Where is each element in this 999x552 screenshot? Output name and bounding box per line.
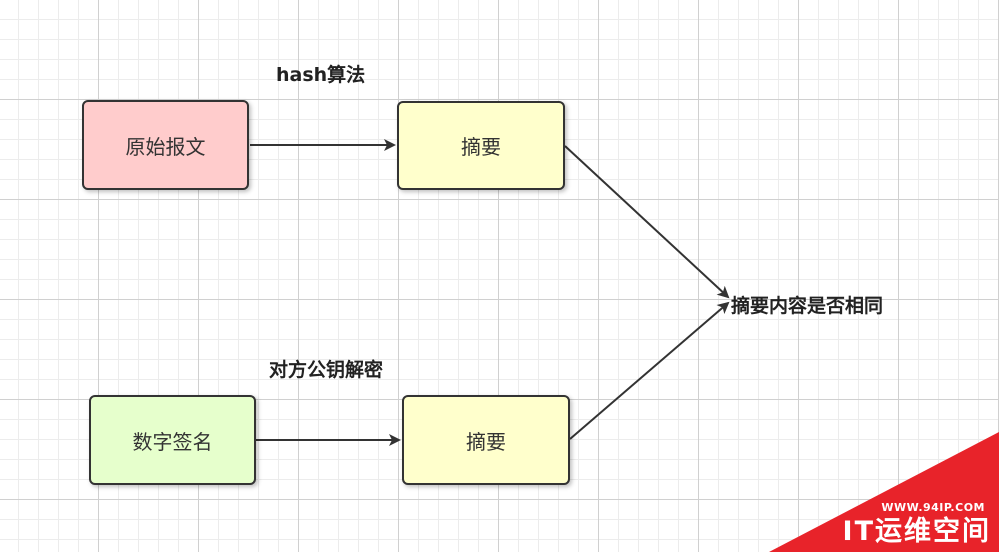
watermark-brand: IT运维空间 (842, 516, 991, 547)
arrow-bottom-digest-to-compare (569, 301, 730, 440)
watermark-triangle (769, 432, 999, 552)
digest-box-bottom: 摘要 (402, 395, 570, 485)
original-message-box: 原始报文 (82, 100, 249, 190)
digital-signature-box: 数字签名 (89, 395, 256, 485)
watermark-url: WWW.94IP.COM (881, 501, 985, 514)
arrow-top-digest-to-compare (564, 145, 730, 299)
compare-digest-label: 摘要内容是否相同 (731, 295, 884, 317)
hash-algorithm-label: hash算法 (276, 64, 366, 86)
digest-text-bottom: 摘要 (466, 429, 506, 454)
digest-text-top: 摘要 (461, 135, 501, 159)
original-message-text: 原始报文 (125, 134, 206, 159)
digest-box-top: 摘要 (397, 101, 565, 190)
site-watermark: WWW.94IP.COM IT运维空间 (769, 432, 999, 552)
digital-signature-text: 数字签名 (132, 429, 213, 454)
public-key-decrypt-label: 对方公钥解密 (269, 359, 384, 381)
